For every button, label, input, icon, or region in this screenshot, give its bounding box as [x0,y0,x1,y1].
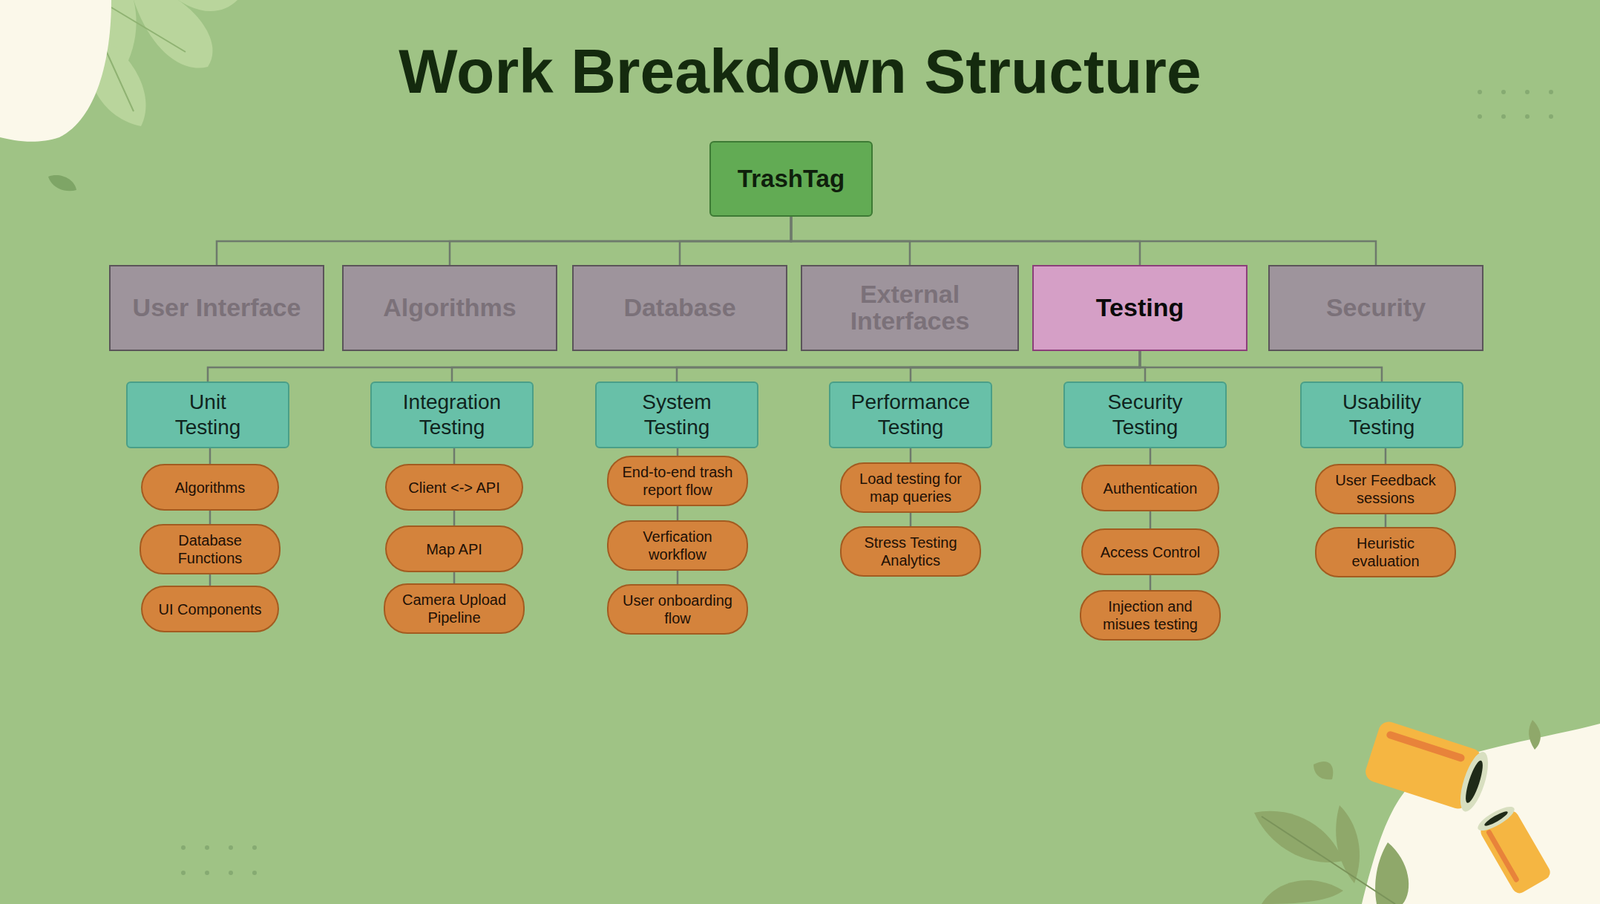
task-pill: Algorithms [141,463,280,511]
task-pill: Verfication workflow [607,520,749,571]
task-pill: Injection and misues testing [1079,589,1221,641]
node-label: Authentication [1103,479,1198,498]
task-pill: UI Components [141,585,280,633]
node-label: Heuristic evaluation [1326,534,1445,570]
tree-connector [1149,448,1152,465]
tree-connector [1384,514,1388,527]
task-pill: Access Control [1081,528,1220,576]
task-pill: Client <-> API [385,463,524,511]
node-label: User onboarding flow [618,591,737,628]
node-label: User Feedback sessions [1326,471,1445,507]
task-pill: Authentication [1081,464,1220,512]
dot-grid [181,89,1554,875]
tree-connector [207,351,1140,382]
tree-connector [451,351,1140,382]
tree-connector [449,216,792,265]
test-type-box: Integration Testing [370,381,534,449]
small-leaf [48,175,77,191]
node-label: Load testing for map queries [851,469,970,506]
node-label: UI Components [158,600,262,619]
category-box: Algorithms [342,264,558,352]
node-label: User Interface [132,294,302,322]
node-label: Camera Upload Pipeline [395,590,513,627]
task-pill: User Feedback sessions [1315,463,1457,515]
node-label: External Interfaces [811,281,1009,334]
tree-connector [1384,448,1388,464]
tree-connector [909,512,913,527]
node-label: Access Control [1100,543,1201,562]
diagram-title: Work Breakdown Structure [0,35,1600,108]
node-label: Algorithms [382,294,516,322]
tree-connector [453,448,456,464]
category-box: External Interfaces [800,264,1019,352]
node-label: Client <-> API [408,478,500,497]
node-label: Stress Testing Analytics [851,533,970,570]
tree-connector [676,570,680,585]
task-pill: End-to-end trash report flow [607,455,749,507]
node-label: System Testing [641,389,711,440]
test-type-box: Unit Testing [126,381,290,449]
task-pill: User onboarding flow [607,584,749,635]
node-label: TrashTag [737,164,845,193]
category-box: Database [572,264,788,352]
node-label: Usability Testing [1342,389,1422,440]
tree-connector [209,510,212,524]
tree-connector [791,216,1376,265]
category-box: Security [1268,264,1484,352]
node-label: Performance Testing [851,389,970,440]
corner-blob [0,0,112,142]
category-box-active: Testing [1032,264,1248,352]
node-label: Unit Testing [175,389,242,440]
node-label: Database [623,294,736,322]
can [1363,719,1494,815]
tree-connector [1149,575,1152,590]
node-label: Verfication workflow [618,527,737,564]
node-label: Security [1326,294,1426,322]
task-pill: Camera Upload Pipeline [383,583,525,634]
tree-connector [453,510,456,526]
tree-connector [676,351,1140,382]
test-type-box: System Testing [595,381,759,449]
task-pill: Map API [385,525,524,573]
tree-connector [676,448,680,456]
node-label: Database Functions [151,531,269,567]
node-label: Injection and misues testing [1091,597,1209,634]
task-pill: Heuristic evaluation [1315,526,1457,578]
category-box: User Interface [109,264,325,352]
can [1474,802,1553,896]
tree-connector [216,216,792,265]
tree-connector [676,506,680,521]
tree-connector [209,574,212,586]
tree-connector [453,572,456,584]
node-label: End-to-end trash report flow [618,463,737,499]
test-type-box: Usability Testing [1300,381,1464,449]
tree-connector [1149,511,1152,529]
tree-connector [1139,351,1382,382]
root-box: TrashTag [709,141,873,217]
task-pill: Database Functions [139,523,281,575]
task-pill: Stress Testing Analytics [840,526,982,577]
tree-connector [679,216,792,265]
tree-connector [909,448,913,463]
node-label: Algorithms [175,478,245,497]
tree-connector [910,351,1140,382]
node-label: Integration Testing [402,389,501,440]
tree-connector [209,448,212,464]
node-label: Map API [425,540,483,559]
test-type-box: Security Testing [1063,381,1227,449]
node-label: Testing [1096,294,1184,322]
test-type-box: Performance Testing [828,381,993,449]
task-pill: Load testing for map queries [840,462,982,513]
node-label: Security Testing [1107,389,1183,440]
